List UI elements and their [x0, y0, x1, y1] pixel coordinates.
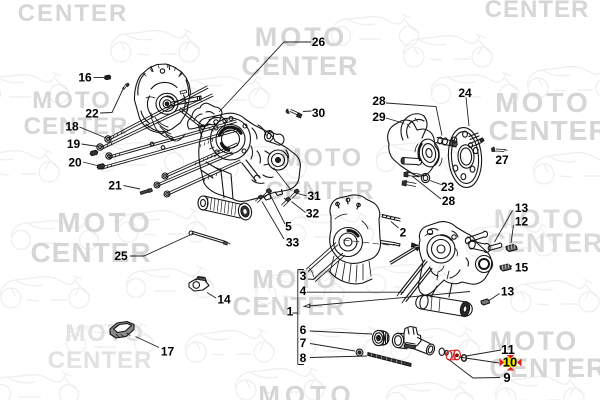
- svg-text:3: 3: [300, 269, 307, 283]
- svg-text:MOTO: MOTO: [32, 87, 112, 114]
- svg-text:12: 12: [515, 215, 529, 229]
- svg-text:MOTO: MOTO: [255, 22, 348, 52]
- svg-text:7: 7: [300, 336, 307, 350]
- svg-text:10: 10: [503, 355, 517, 370]
- svg-text:20: 20: [68, 156, 82, 170]
- svg-text:CENTER: CENTER: [241, 51, 358, 81]
- svg-text:CENTER: CENTER: [485, 0, 590, 23]
- svg-text:9: 9: [503, 370, 510, 385]
- svg-text:5: 5: [285, 220, 292, 234]
- svg-text:MOTO: MOTO: [57, 207, 152, 238]
- svg-text:CENTER: CENTER: [488, 115, 600, 146]
- svg-text:28: 28: [442, 194, 456, 208]
- svg-text:8: 8: [300, 351, 307, 365]
- svg-text:CENTER: CENTER: [48, 347, 153, 374]
- svg-text:16: 16: [78, 71, 92, 85]
- svg-text:CENTER: CENTER: [24, 113, 129, 140]
- svg-text:23: 23: [441, 180, 455, 194]
- svg-text:27: 27: [495, 153, 509, 167]
- svg-text:29: 29: [372, 110, 386, 124]
- svg-text:11: 11: [501, 342, 515, 357]
- svg-text:MOTO: MOTO: [495, 87, 590, 118]
- svg-text:14: 14: [217, 293, 231, 307]
- svg-text:24: 24: [458, 86, 472, 100]
- svg-text:21: 21: [108, 179, 122, 193]
- svg-text:19: 19: [67, 137, 81, 151]
- svg-text:CENTER: CENTER: [233, 291, 346, 321]
- svg-text:13: 13: [515, 201, 529, 215]
- svg-text:30: 30: [312, 106, 326, 120]
- svg-text:31: 31: [307, 189, 321, 203]
- svg-text:MOTO: MOTO: [494, 204, 587, 234]
- svg-text:CENTER: CENTER: [486, 228, 600, 258]
- svg-text:18: 18: [65, 120, 79, 134]
- svg-text:2: 2: [400, 226, 407, 240]
- svg-text:32: 32: [306, 207, 320, 221]
- svg-text:17: 17: [161, 345, 175, 359]
- svg-text:25: 25: [114, 249, 128, 263]
- svg-text:6: 6: [300, 323, 307, 337]
- svg-text:MOTO: MOTO: [490, 326, 579, 356]
- svg-text:22: 22: [85, 107, 99, 121]
- svg-text:MOTO: MOTO: [252, 264, 338, 294]
- svg-text:15: 15: [515, 261, 529, 275]
- svg-text:33: 33: [286, 236, 300, 250]
- svg-text:28: 28: [372, 94, 386, 108]
- svg-text:MOTO: MOTO: [281, 144, 364, 172]
- svg-text:4: 4: [300, 284, 307, 298]
- svg-text:CENTER: CENTER: [18, 0, 129, 27]
- svg-text:13: 13: [501, 285, 515, 299]
- svg-text:1: 1: [287, 305, 294, 319]
- svg-text:26: 26: [312, 35, 326, 49]
- svg-text:MOTO: MOTO: [258, 380, 356, 400]
- svg-text:CENTER: CENTER: [30, 237, 151, 268]
